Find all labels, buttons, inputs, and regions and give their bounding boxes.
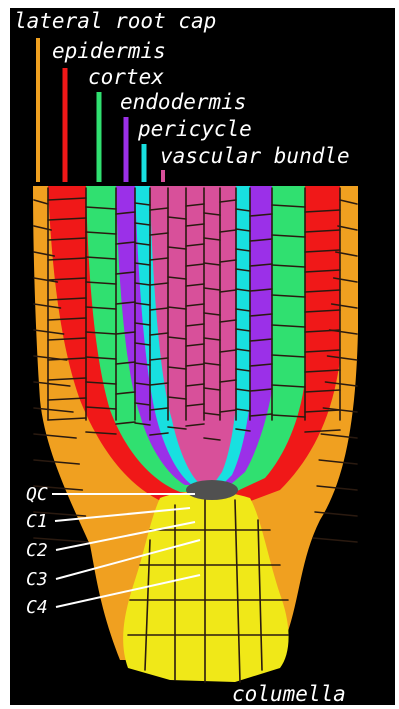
label-c4: C4 [26, 597, 48, 618]
label-pericycle: pericycle [137, 117, 252, 141]
label-c3: C3 [26, 569, 48, 590]
label-vascular-bundle: vascular bundle [160, 144, 350, 168]
label-qc: QC [26, 484, 48, 505]
label-c2: C2 [26, 540, 48, 561]
label-cortex: cortex [88, 65, 164, 89]
label-epidermis: epidermis [52, 39, 166, 63]
label-lateral-root-cap: lateral root cap [14, 9, 216, 33]
quiescent-center-region [186, 480, 238, 500]
label-endodermis: endodermis [120, 90, 246, 114]
cell-wall [313, 538, 357, 542]
label-columella: columella [232, 682, 346, 706]
label-c1: C1 [26, 511, 48, 532]
